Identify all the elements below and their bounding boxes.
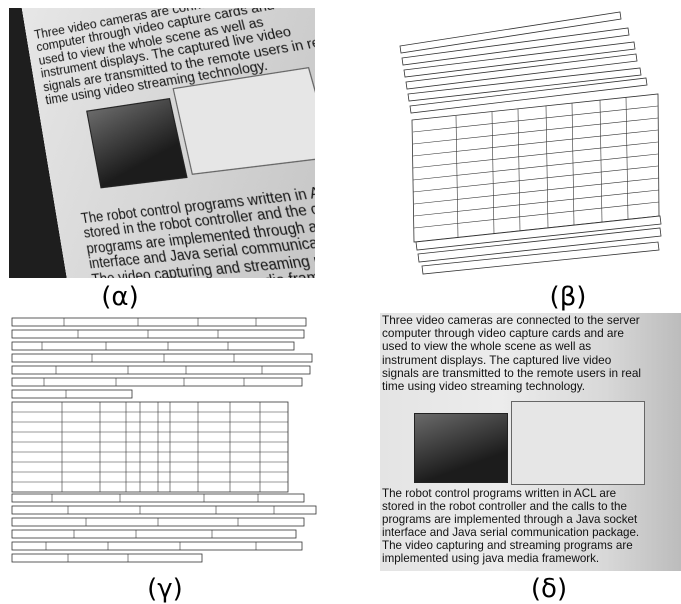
- beta-boxes: [399, 11, 662, 275]
- text-line: programs are implemented through a Java …: [382, 512, 638, 526]
- gamma-grid-svg: [11, 317, 317, 563]
- text-line: interface and Java serial communication …: [382, 525, 640, 539]
- text-line: computer through video capture cards and…: [382, 326, 624, 341]
- panel-alpha-photo: Three video cameras are connected to the…: [9, 8, 315, 278]
- delta-paragraph-2: The robot control programs written in AC…: [382, 487, 639, 565]
- robot-photo: [86, 97, 188, 189]
- panel-gamma-rectified-grid: [8, 316, 326, 570]
- beta-grid-svg: [399, 11, 662, 275]
- label-beta: (β): [549, 282, 587, 312]
- gamma-inner-lines: [12, 402, 288, 492]
- text-line: used to view the whole scene as well as: [382, 339, 592, 354]
- text-line: time using video streaming technology.: [382, 379, 586, 394]
- text-line: Three video cameras are connected to the…: [382, 313, 640, 327]
- network-diagram: [511, 401, 645, 485]
- text-line: signals are transmitted to the remote us…: [382, 365, 641, 380]
- text-line: instrument displays. The captured live v…: [382, 352, 612, 367]
- text-line: stored in the robot controller and the c…: [382, 499, 627, 513]
- text-line: implemented using java media framework.: [382, 551, 600, 565]
- label-alpha: (α): [101, 282, 139, 312]
- panel-beta-textline-grid: [396, 6, 674, 280]
- gamma-word-separators: [41, 318, 275, 562]
- robot-photo: [414, 413, 508, 483]
- alpha-paragraph-2: The robot control programs written in AC…: [80, 177, 315, 278]
- text-line: The robot control programs written in AC…: [382, 487, 617, 500]
- beta-inner-lines: [412, 96, 660, 239]
- text-line: The video capturing and streaming progra…: [382, 538, 633, 552]
- panel-delta-rectified-document: Three video cameras are connected to the…: [380, 313, 681, 571]
- label-gamma: (γ): [147, 574, 183, 604]
- skewed-paper: Three video cameras are connected to the…: [15, 8, 315, 278]
- delta-paragraph-1: Three video cameras are connected to the…: [382, 313, 641, 394]
- label-delta: (δ): [530, 574, 568, 604]
